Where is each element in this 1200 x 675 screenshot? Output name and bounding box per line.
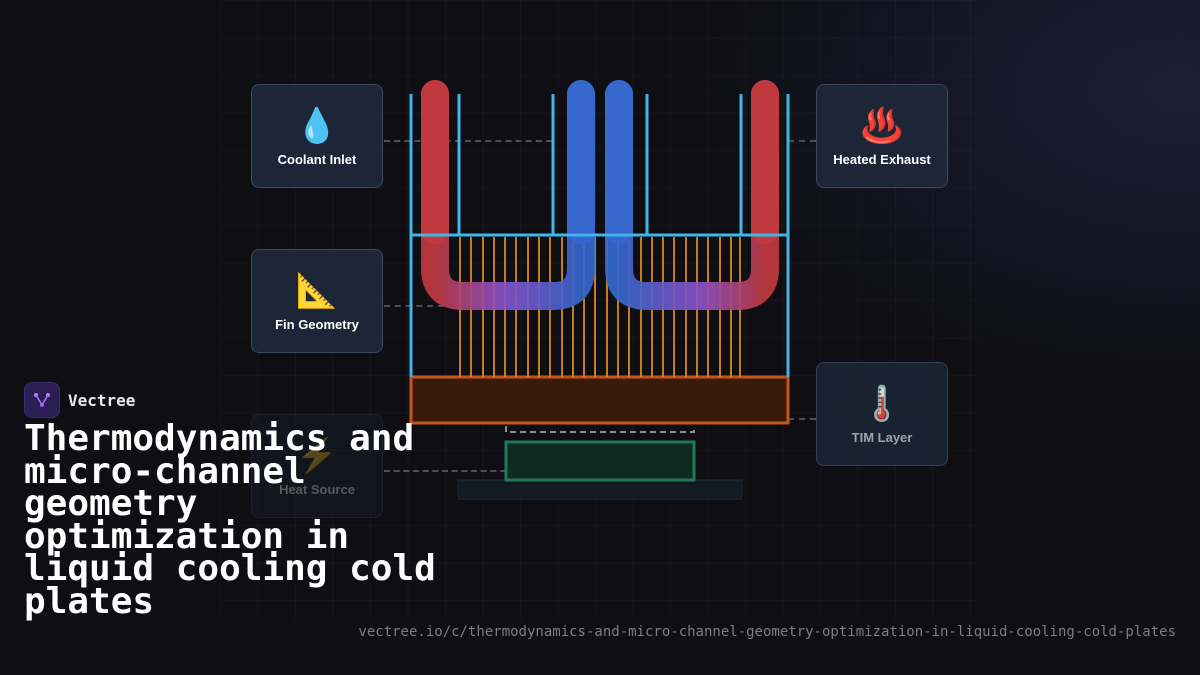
coolant-inlet-card: 💧 Coolant Inlet — [251, 84, 383, 188]
connector-heated-exhaust — [788, 140, 816, 142]
brand-name: Vectree — [68, 390, 136, 410]
heat-source-label: Heat Source — [279, 481, 355, 497]
flow-loop-right — [605, 80, 779, 310]
connector-tim-layer — [788, 418, 816, 420]
connector-coolant-inlet — [384, 140, 552, 142]
thermometer-icon: 🌡️ — [860, 384, 904, 423]
fin-geometry-card: 📐 Fin Geometry — [251, 249, 383, 353]
brand[interactable]: Vectree — [24, 382, 135, 418]
manifold-outline — [409, 94, 790, 377]
page-title: Thermodynamics and micro-channel geometr… — [24, 418, 436, 622]
vectree-logo-icon — [24, 382, 60, 418]
heat-source-die — [504, 440, 696, 482]
coolant-inlet-label: Coolant Inlet — [277, 151, 357, 167]
heat-source-card: ⚡ Heat Source — [251, 414, 383, 518]
base-plate — [409, 375, 790, 425]
connector-heat-source — [384, 470, 506, 472]
hot-springs-icon: ♨️ — [860, 106, 904, 145]
flow-loop-left — [421, 80, 595, 310]
tim-layer-gap — [505, 426, 695, 433]
water-drop-icon: 💧 — [295, 106, 339, 145]
lightning-icon: ⚡ — [295, 436, 339, 475]
page-url[interactable]: vectree.io/c/thermodynamics-and-micro-ch… — [358, 624, 1176, 640]
connector-fin-geometry — [384, 305, 444, 307]
chip-substrate — [457, 479, 743, 500]
fin-geometry-label: Fin Geometry — [275, 316, 359, 332]
tim-layer-card: 🌡️ TIM Layer — [816, 362, 948, 466]
triangular-ruler-icon: 📐 — [295, 271, 339, 310]
heated-exhaust-label: Heated Exhaust — [833, 151, 931, 167]
tim-layer-label: TIM Layer — [851, 429, 913, 445]
heated-exhaust-card: ♨️ Heated Exhaust — [816, 84, 948, 188]
